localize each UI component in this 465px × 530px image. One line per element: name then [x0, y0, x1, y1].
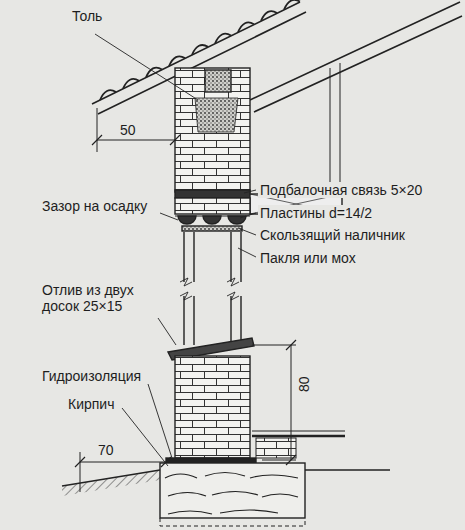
callout-label: Толь [70, 8, 104, 24]
callout-label: Гидроизоляция [40, 368, 143, 384]
dimension: 50 [118, 122, 138, 138]
dimension: 70 [96, 442, 116, 458]
callout-label: Пакля или мох [258, 250, 358, 266]
callout-label: Пластины d=14/2 [258, 205, 374, 221]
callout-label: Отлив из двух досок 25×15 [40, 282, 169, 314]
callout-label: Подбалочная связь 5×20 [258, 182, 424, 198]
dimension: 80 [296, 374, 312, 394]
callout-label: Кирпич [66, 396, 116, 412]
callout-label: Зазор на осадку [40, 198, 149, 214]
callout-label: Скользящий наличник [258, 227, 407, 243]
drawing-lines [62, 0, 462, 526]
